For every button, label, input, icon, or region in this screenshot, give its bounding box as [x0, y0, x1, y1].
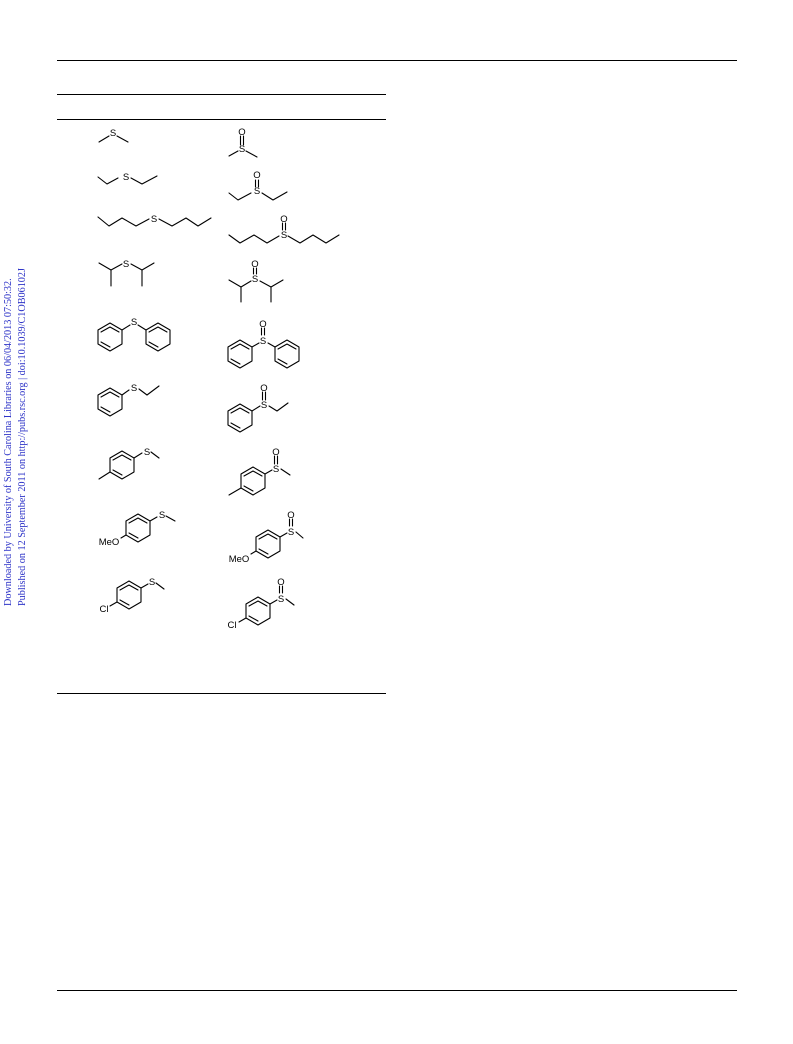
table-bottom-rule: [57, 693, 386, 694]
sulfur-label: S: [149, 577, 155, 588]
sulfur-label: S: [123, 172, 129, 183]
page-bottom-rule: [57, 990, 737, 991]
substrate-methyl-tolyl-sulfide: S: [98, 447, 160, 480]
product-dimethyl-sulfoxide: S O: [228, 127, 258, 158]
product-dibutyl-sulfoxide: S O: [228, 214, 340, 244]
chloro-label: Cl: [228, 620, 237, 631]
sulfur-label: S: [254, 186, 260, 197]
substrate-dimethyl-sulfide: S: [98, 128, 129, 143]
oxygen-label: O: [272, 447, 279, 458]
substrate-dibutyl-sulfide: S: [97, 214, 212, 227]
sulfur-label: S: [261, 400, 267, 411]
sulfur-label: S: [239, 144, 245, 155]
sulfur-label: S: [260, 336, 266, 347]
sulfur-label: S: [273, 464, 279, 475]
sulfur-label: S: [278, 594, 284, 605]
oxygen-label: O: [280, 214, 287, 225]
sulfur-label: S: [131, 317, 137, 328]
product-diisopropyl-sulfoxide: S O: [228, 259, 284, 303]
product-chlorophenyl-methyl-sulfoxide: S O Cl: [228, 577, 295, 631]
sulfur-label: S: [131, 383, 137, 394]
product-diphenyl-sulfoxide: S O: [227, 319, 300, 369]
oxygen-label: O: [287, 510, 294, 521]
sulfur-label: S: [151, 214, 157, 225]
oxygen-label: O: [259, 319, 266, 330]
substrate-diisopropyl-sulfide: S: [98, 259, 155, 287]
chloro-label: Cl: [100, 604, 109, 615]
page-top-rule: [57, 60, 737, 61]
table-header-rule: [57, 119, 386, 120]
table-top-rule: [57, 94, 386, 95]
substrate-diethyl-sulfide: S: [97, 172, 158, 185]
sulfur-label: S: [159, 510, 165, 521]
substrate-diphenyl-sulfide: S: [97, 317, 171, 352]
sulfur-label: S: [252, 274, 258, 285]
product-ethyl-phenyl-sulfoxide: S O: [227, 383, 289, 433]
sulfur-label: S: [123, 259, 129, 270]
sulfur-label: S: [281, 230, 287, 241]
sulfur-label: S: [110, 128, 116, 139]
product-methyl-tolyl-sulfoxide: S O: [228, 447, 291, 496]
oxygen-label: O: [238, 127, 245, 138]
substrate-methoxyphenyl-methyl-sulfide: S MeO: [99, 510, 176, 548]
methoxy-label: MeO: [99, 537, 120, 548]
substrate-chlorophenyl-methyl-sulfide: S Cl: [100, 577, 165, 615]
oxygen-label: O: [251, 259, 258, 270]
oxygen-label: O: [260, 383, 267, 394]
oxygen-label: O: [277, 577, 284, 588]
substrate-ethyl-phenyl-sulfide: S: [97, 383, 160, 417]
product-diethyl-sulfoxide: S O: [228, 170, 288, 201]
sulfur-label: S: [144, 447, 150, 458]
oxygen-label: O: [253, 170, 260, 181]
product-methoxyphenyl-methyl-sulfoxide: S O MeO: [229, 510, 304, 565]
methoxy-label: MeO: [229, 554, 250, 565]
sulfur-label: S: [288, 527, 294, 538]
